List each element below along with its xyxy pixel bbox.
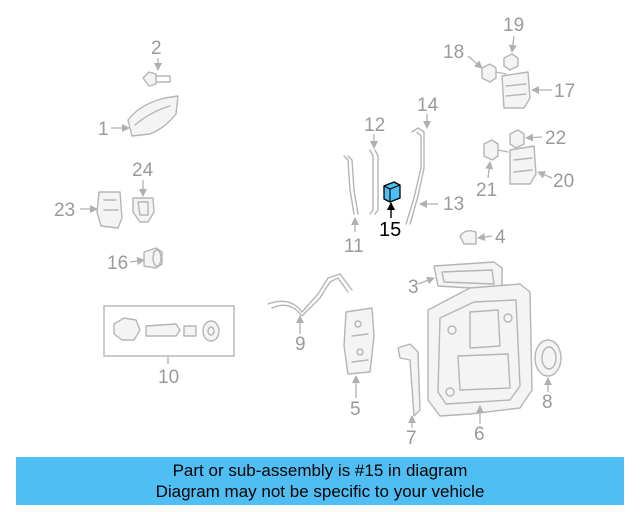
part-10-lock-cylinder-kit bbox=[103, 305, 235, 357]
part-3-inside-handle bbox=[433, 261, 503, 291]
callout-5[interactable]: 5 bbox=[350, 399, 361, 420]
callout-24[interactable]: 24 bbox=[132, 160, 154, 181]
callout-2[interactable]: 2 bbox=[151, 38, 162, 59]
part-4-clip bbox=[459, 229, 477, 245]
callout-4[interactable]: 4 bbox=[495, 227, 506, 248]
part-8-speaker-ring bbox=[534, 339, 562, 377]
part-16-grommet bbox=[143, 247, 163, 269]
part-22-nut bbox=[509, 129, 525, 149]
part-2-screw bbox=[142, 71, 171, 87]
callout-1[interactable]: 1 bbox=[98, 119, 109, 140]
callout-13[interactable]: 13 bbox=[443, 194, 464, 215]
part-18-bolt bbox=[481, 63, 507, 83]
callout-12[interactable]: 12 bbox=[364, 115, 385, 136]
callout-16[interactable]: 16 bbox=[107, 253, 128, 274]
callout-19[interactable]: 19 bbox=[503, 15, 524, 36]
callout-17[interactable]: 17 bbox=[554, 81, 575, 102]
callout-11[interactable]: 11 bbox=[344, 236, 364, 257]
part-6-door-module bbox=[427, 283, 533, 417]
part-11-rod bbox=[343, 155, 359, 215]
part-15-highlighted bbox=[383, 181, 401, 203]
banner-line-part-number: Part or sub-assembly is #15 in diagram bbox=[172, 461, 468, 480]
callout-8[interactable]: 8 bbox=[542, 392, 553, 413]
part-17-hinge bbox=[501, 71, 531, 109]
info-banner: Part or sub-assembly is #15 in diagram D… bbox=[16, 457, 624, 505]
callout-9[interactable]: 9 bbox=[295, 334, 306, 355]
part-21-bolt bbox=[483, 139, 509, 161]
parts-exploded-diagram: 2 1 24 23 16 10 11 12 13 14 15 4 3 9 5 7… bbox=[54, 15, 575, 449]
callout-3[interactable]: 3 bbox=[408, 277, 419, 298]
part-19-nut bbox=[503, 53, 519, 71]
part-14-cable bbox=[405, 127, 425, 225]
callout-21[interactable]: 21 bbox=[476, 180, 497, 201]
part-7-bracket bbox=[397, 343, 421, 417]
callout-20[interactable]: 20 bbox=[553, 171, 574, 192]
part-9-cable bbox=[267, 273, 353, 317]
callout-18[interactable]: 18 bbox=[443, 42, 464, 63]
part-24-clip bbox=[132, 197, 155, 223]
callout-23[interactable]: 23 bbox=[54, 200, 75, 221]
callout-numbers: 2 1 24 23 16 10 11 12 13 14 15 4 3 9 5 7… bbox=[54, 15, 575, 449]
part-1-outside-handle bbox=[127, 95, 179, 137]
callout-7[interactable]: 7 bbox=[406, 428, 417, 449]
part-20-hinge bbox=[509, 145, 537, 185]
part-12-rod bbox=[369, 149, 379, 215]
callout-14[interactable]: 14 bbox=[417, 95, 439, 116]
part-5-latch bbox=[343, 307, 375, 375]
callout-10[interactable]: 10 bbox=[158, 367, 179, 388]
callout-22[interactable]: 22 bbox=[545, 128, 566, 149]
callout-6[interactable]: 6 bbox=[474, 424, 485, 445]
callout-15[interactable]: 15 bbox=[379, 219, 401, 241]
part-23-bracket bbox=[96, 191, 123, 229]
banner-line-disclaimer: Diagram may not be specific to your vehi… bbox=[155, 482, 485, 501]
leader-lines bbox=[80, 35, 553, 428]
